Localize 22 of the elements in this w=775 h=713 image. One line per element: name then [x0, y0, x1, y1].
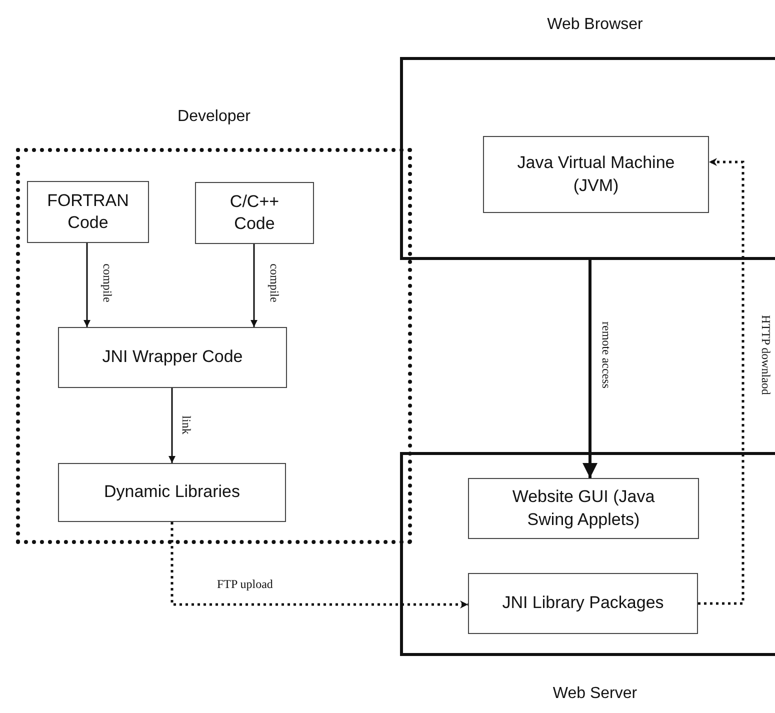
arrow — [84, 243, 90, 327]
edge-label: link — [180, 416, 192, 434]
process-box: Dynamic Libraries — [58, 463, 286, 522]
dotted-arrow — [170, 522, 468, 608]
group-heading: Web Server — [552, 685, 638, 703]
edge-label: HTTP downlaod — [760, 315, 772, 395]
process-box: Java Virtual Machine (JVM) — [483, 136, 709, 213]
group-heading: Web Browser — [547, 16, 643, 34]
dotted-arrow — [698, 158, 744, 605]
edge-label: compile — [100, 264, 113, 302]
edge-label: remote access — [600, 322, 612, 388]
process-box: Website GUI (Java Swing Applets) — [468, 478, 699, 539]
arrow — [168, 388, 176, 463]
arrow — [582, 260, 598, 478]
group-heading: Developer — [178, 108, 250, 126]
process-box: JNI Wrapper Code — [58, 327, 287, 388]
process-box: JNI Library Packages — [468, 573, 698, 634]
process-box: FORTRAN Code — [27, 181, 149, 243]
edge-label: compile — [268, 264, 280, 302]
edge-label: FTP upload — [217, 578, 273, 590]
process-box: C/C++ Code — [195, 182, 314, 244]
arrow — [250, 244, 258, 327]
